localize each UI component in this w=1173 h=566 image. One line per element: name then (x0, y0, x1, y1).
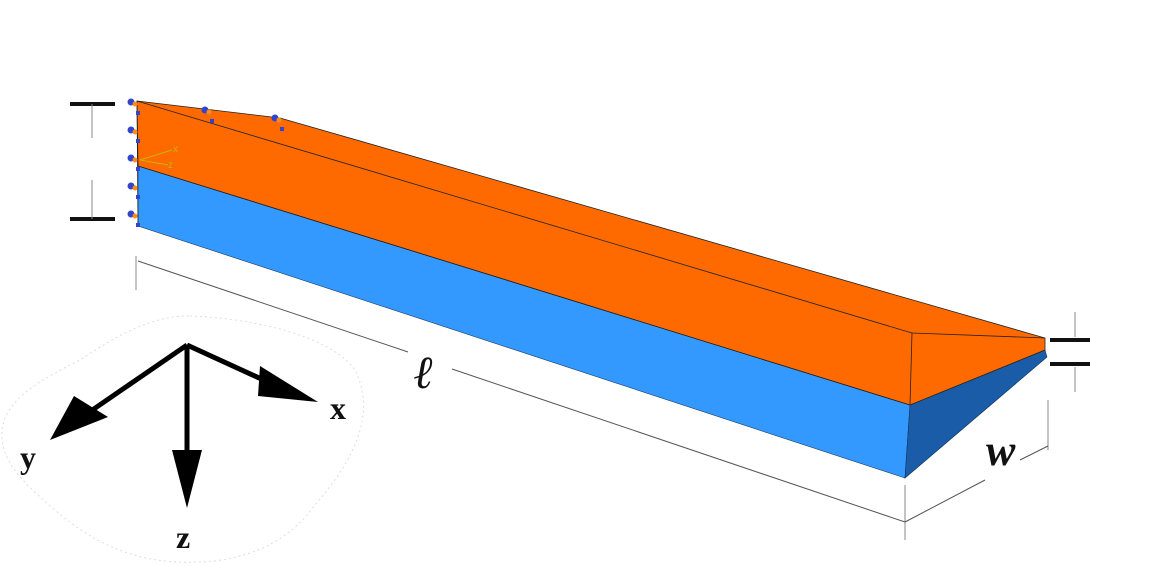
boundary-marker (271, 114, 284, 131)
beam-lower-edge (137, 165, 911, 406)
boundary-markers (127, 98, 284, 227)
beam (136, 100, 1048, 479)
length-dimension: ℓ (135, 256, 906, 540)
local-z-label: z (168, 160, 173, 171)
beam-end-crease (909, 332, 913, 406)
x-arrowhead (258, 366, 318, 402)
axis-z-label: z (176, 519, 190, 555)
width-dimension: w (904, 400, 1049, 523)
height-dimension (70, 102, 115, 221)
boundary-marker (127, 98, 140, 115)
local-x-label: x (173, 144, 178, 155)
z-arrowhead (172, 450, 202, 508)
axis-x-label: x (330, 390, 346, 426)
width-label: w (986, 426, 1016, 475)
beam-ridge-edge (136, 100, 913, 334)
boundary-marker (127, 210, 140, 227)
boundary-marker (127, 182, 140, 199)
thickness-dimension (1050, 312, 1090, 392)
beam-left-edge (136, 100, 139, 227)
length-label: ℓ (414, 347, 434, 398)
beam-end-ridge (911, 332, 1046, 339)
boundary-marker (127, 126, 140, 143)
boundary-marker (127, 154, 140, 171)
local-axes: x z (139, 144, 178, 171)
axis-triad: x y z (1, 315, 365, 563)
axis-y-label: y (20, 439, 36, 475)
y-arrowhead (50, 396, 108, 440)
boundary-marker (201, 106, 214, 123)
